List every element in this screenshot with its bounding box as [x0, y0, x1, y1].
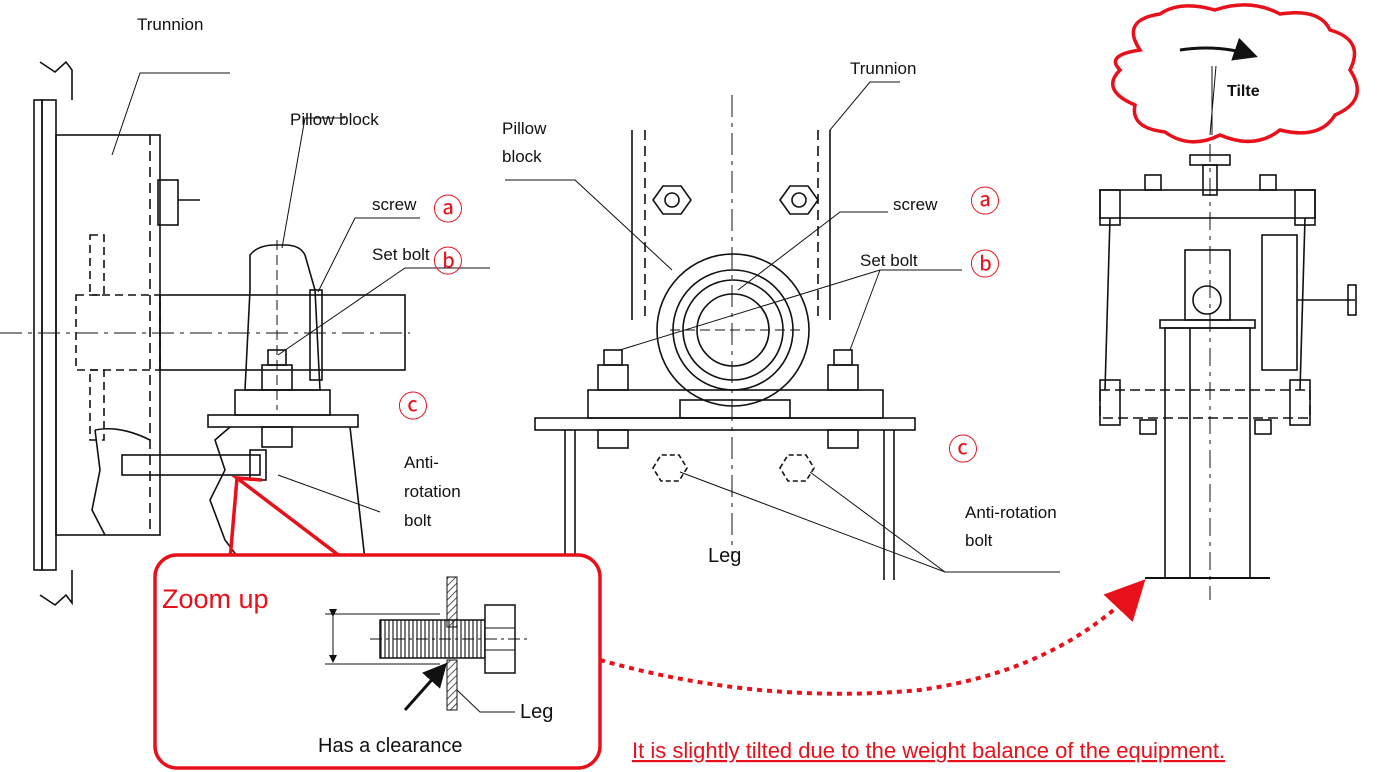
front-anti-rotation-label-1: Anti-rotation [965, 503, 1057, 522]
side-marker-c: ⓒ [398, 390, 428, 425]
side-view-drawing [0, 60, 410, 607]
zoom-leg-label: Leg [520, 701, 553, 723]
zoom-clearance-label: Has a clearance [318, 735, 463, 757]
side-anti-rotation-label-3: bolt [404, 511, 432, 530]
front-marker-c: ⓒ [948, 433, 978, 468]
equipment-drawing [1099, 110, 1357, 600]
side-trunnion-label: Trunnion [137, 15, 203, 34]
zoom-title: Zoom up [162, 584, 269, 614]
front-pillow-label-1: Pillow [502, 119, 547, 138]
front-pillow-label-2: block [502, 147, 542, 166]
side-set-bolt-label: Set bolt [372, 245, 430, 264]
side-view-leaders [111, 72, 490, 513]
front-view-labels: Trunnion Pillow block screw Set bolt Leg… [502, 59, 1057, 567]
side-anti-rotation-label-2: rotation [404, 482, 461, 501]
front-set-bolt-label: Set bolt [860, 251, 918, 270]
side-view-labels: Trunnion Pillow block screw Set bolt Ant… [137, 15, 463, 530]
front-screw-label: screw [893, 195, 938, 214]
side-screw-label: screw [372, 195, 417, 214]
side-anti-rotation-label-1: Anti- [404, 453, 439, 472]
side-marker-b: ⓑ [433, 245, 463, 280]
side-pillow-block-label: Pillow block [290, 110, 379, 129]
tilt-note: It is slightly tilted due to the weight … [632, 738, 1225, 763]
front-trunnion-label: Trunnion [850, 59, 916, 78]
side-marker-a: ⓐ [433, 193, 463, 228]
front-marker-b: ⓑ [970, 248, 1000, 283]
front-view-leaders [505, 81, 1060, 573]
front-marker-a: ⓐ [970, 185, 1000, 220]
front-anti-rotation-label-2: bolt [965, 531, 993, 550]
front-view-drawing [534, 95, 916, 580]
zoom-callout: Zoom up Leg Has a clearance [153, 475, 602, 770]
tilt-cloud: Tilte [1111, 3, 1359, 144]
tilt-label: Tilte [1227, 83, 1260, 100]
front-leg-label: Leg [708, 545, 741, 567]
zoom-to-equipment-arrow [599, 579, 1146, 696]
